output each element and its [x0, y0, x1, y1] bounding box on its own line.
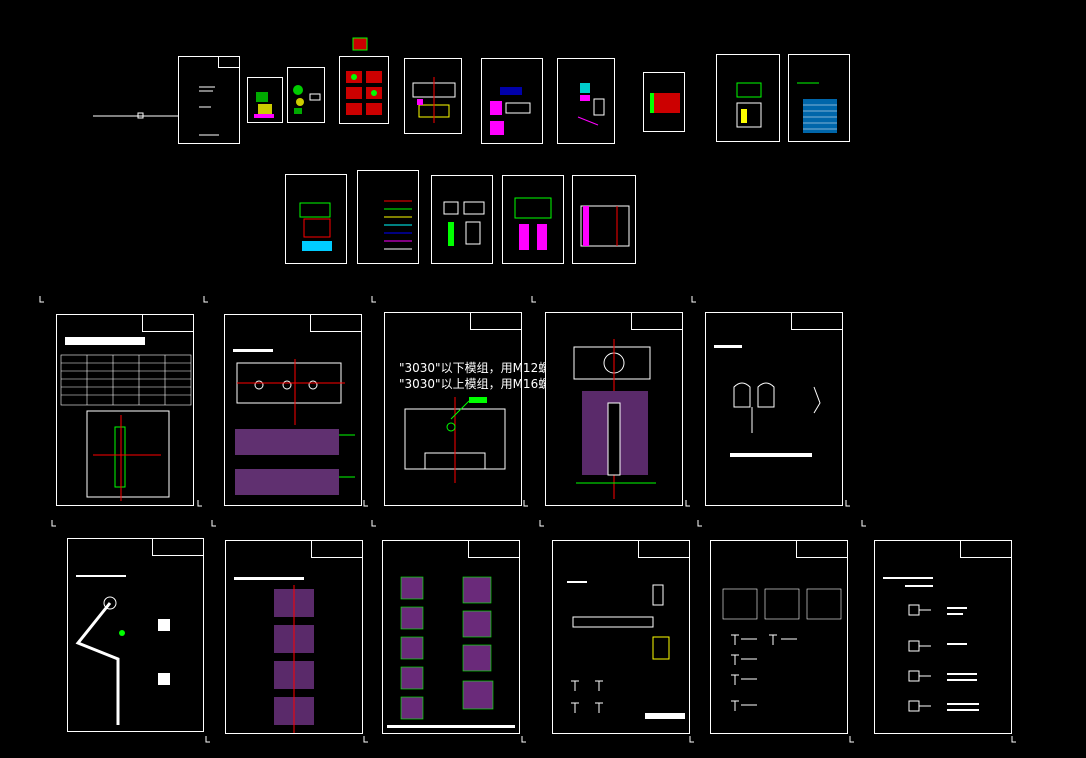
sheet-2-2[interactable] — [357, 170, 419, 264]
sheet-4-5[interactable] — [710, 540, 848, 734]
sheet-1-8[interactable] — [643, 72, 685, 132]
sheet-3-4[interactable] — [545, 312, 683, 506]
sheet-1-3[interactable] — [287, 67, 325, 123]
sheet-4-3[interactable] — [382, 540, 520, 734]
sheet-4-6[interactable] — [874, 540, 1012, 734]
sheet-4-4[interactable] — [552, 540, 690, 734]
sheet-1-7[interactable] — [557, 58, 615, 144]
sheet-3-2[interactable] — [224, 314, 362, 506]
sheet-2-5[interactable] — [572, 175, 636, 264]
sheet-3-1[interactable] — [56, 314, 194, 506]
sheet-1-4[interactable] — [339, 56, 389, 124]
note-m12: "3030"以下模组，用M12螺孔 — [399, 361, 563, 375]
sheet-4-1[interactable] — [67, 538, 204, 732]
note-m16: "3030"以上模组，用M16螺孔 — [399, 377, 563, 391]
sheet-4-2[interactable] — [225, 540, 363, 734]
sheet-1-6[interactable] — [481, 58, 543, 144]
sheet-2-4[interactable] — [502, 175, 564, 264]
sheet-3-3[interactable]: "3030"以下模组，用M12螺孔 "3030"以上模组，用M16螺孔 — [384, 312, 562, 506]
sheet-1-9[interactable] — [716, 54, 780, 142]
sheet-2-1[interactable] — [285, 174, 347, 264]
sheet-2-3[interactable] — [431, 175, 493, 264]
cover-sheet[interactable] — [178, 56, 240, 144]
sheet-3-5[interactable] — [705, 312, 843, 506]
sheet-1-2[interactable] — [247, 77, 283, 123]
sheet-1-5[interactable] — [404, 58, 462, 134]
sheet-1-10[interactable] — [788, 54, 850, 142]
